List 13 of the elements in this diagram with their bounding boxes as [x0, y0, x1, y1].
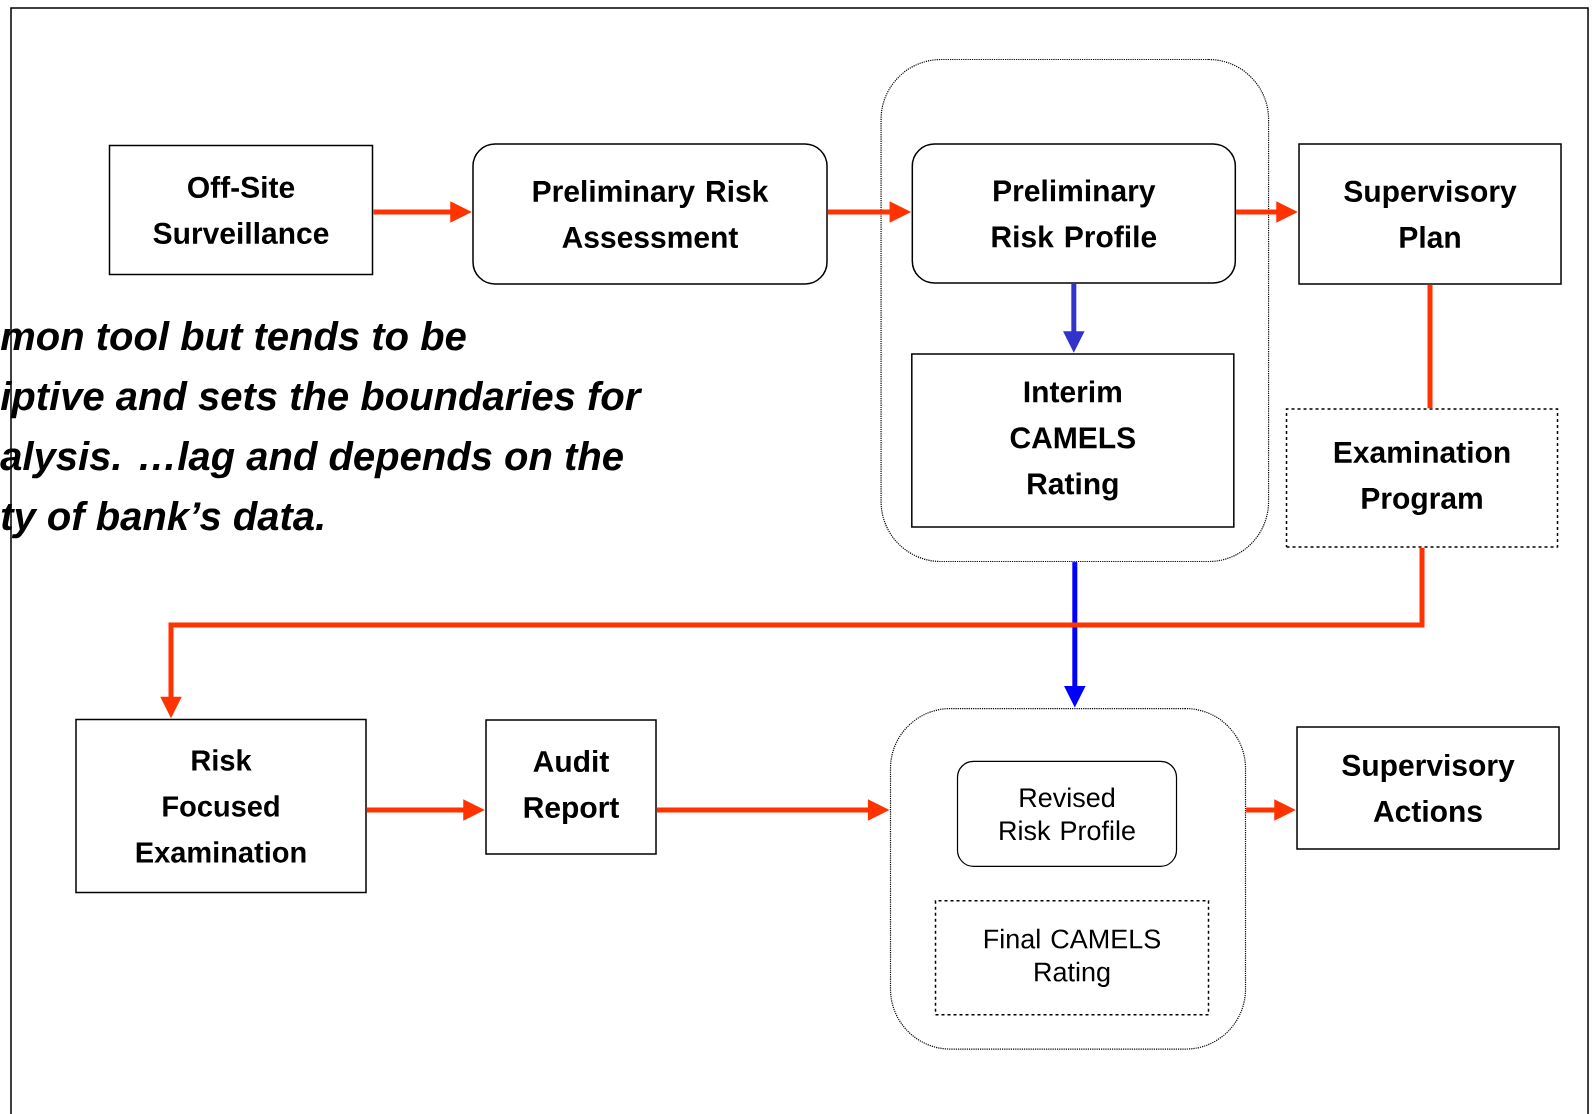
process-box: Supervisory Plan [1298, 143, 1562, 285]
process-box: Interim CAMELS Rating [911, 353, 1235, 528]
process-box: Risk Focused Examination [75, 718, 367, 894]
process-box: Off-Site Surveillance [108, 144, 374, 276]
process-box: Final CAMELS Rating [934, 900, 1210, 1016]
process-box: Revised Risk Profile [956, 760, 1178, 867]
process-box: Preliminary Risk Profile [911, 143, 1237, 284]
process-box: Supervisory Actions [1296, 726, 1560, 850]
process-box: Audit Report [485, 719, 657, 855]
process-box: Preliminary Risk Assessment [472, 143, 828, 285]
group-outline [889, 707, 1247, 1050]
process-box: Examination Program [1285, 408, 1559, 548]
group-outline [880, 58, 1270, 563]
